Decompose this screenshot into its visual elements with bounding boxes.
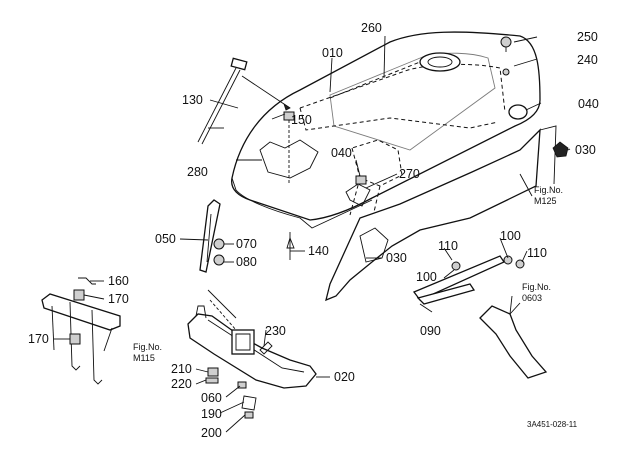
label-040-right: 040 [578, 97, 599, 111]
label-130: 130 [182, 93, 203, 107]
label-100-right: 100 [500, 229, 521, 243]
bracket-090-group [412, 255, 548, 379]
drawing-code: 3A451-028-11 [527, 420, 578, 429]
hood-fasteners [283, 36, 569, 207]
label-280: 280 [187, 165, 208, 179]
fig-ref-0603-line1: Fig.No. [522, 282, 551, 292]
label-110-left: 110 [438, 239, 458, 253]
label-100-left: 100 [416, 270, 437, 284]
leader-lines [54, 35, 571, 433]
label-040-center: 040 [331, 146, 352, 160]
label-210: 210 [171, 362, 192, 376]
label-240: 240 [577, 53, 598, 67]
fig-ref-0603-line2: 0603 [522, 293, 542, 303]
label-150: 150 [291, 113, 312, 127]
frame-m115 [41, 277, 121, 385]
bracket-050-group [199, 199, 295, 273]
label-030-left: 030 [386, 251, 407, 265]
label-170-top: 170 [108, 292, 129, 306]
label-110-right: 110 [527, 246, 547, 260]
label-070: 070 [236, 237, 257, 251]
label-260: 260 [361, 21, 382, 35]
hood-assembly [230, 31, 541, 229]
label-190: 190 [201, 407, 222, 421]
label-250: 250 [577, 30, 598, 44]
label-160: 160 [108, 274, 129, 288]
label-270: 270 [399, 167, 420, 181]
figure-references: Fig.No. M125 Fig.No. M115 Fig.No. 0603 [133, 185, 563, 363]
fig-ref-m125-line2: M125 [534, 196, 557, 206]
side-panel [325, 125, 557, 302]
front-bumper [187, 289, 317, 389]
label-230: 230 [265, 324, 286, 338]
label-080: 080 [236, 255, 257, 269]
label-020: 020 [334, 370, 355, 384]
bumper-hardware [205, 341, 273, 419]
label-220: 220 [171, 377, 192, 391]
fig-ref-m115-line2: M115 [133, 353, 155, 363]
label-170-left: 170 [28, 332, 49, 346]
label-010: 010 [322, 46, 343, 60]
part-labels: 010 020 030 030 040 040 050 060 070 080 … [28, 21, 599, 440]
label-200: 200 [201, 426, 222, 440]
label-140: 140 [308, 244, 329, 258]
label-050: 050 [155, 232, 176, 246]
fig-ref-m115-line1: Fig.No. [133, 342, 162, 352]
fig-ref-m125-line1: Fig.No. [534, 185, 563, 195]
hood-stay-rod [197, 57, 291, 145]
label-060: 060 [201, 391, 222, 405]
label-090: 090 [420, 324, 441, 338]
label-030-right: 030 [575, 143, 596, 157]
